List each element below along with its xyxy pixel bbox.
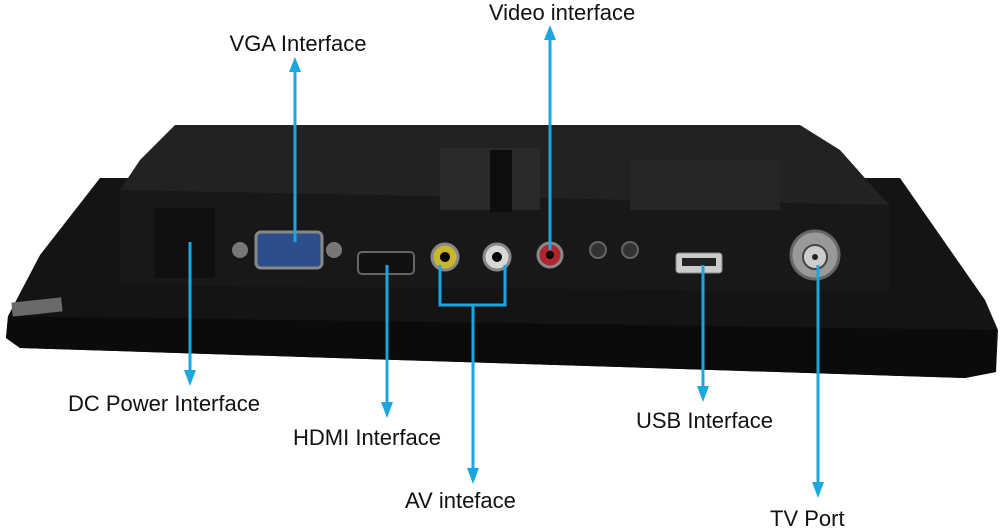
label-av-interface: AV inteface	[405, 488, 516, 513]
audio-jack-1	[589, 241, 607, 259]
label-tv-port: TV Port	[770, 506, 845, 531]
dc-port-recess	[155, 208, 215, 278]
callout-dc	[184, 242, 196, 386]
sticker-label	[11, 297, 63, 317]
label-dc-power-interface: DC Power Interface	[68, 391, 260, 416]
callout-hdmi	[381, 265, 393, 418]
tv-bnc-port	[789, 229, 841, 281]
audio-jack-2	[621, 241, 639, 259]
callout-usb	[697, 265, 709, 402]
vga-port	[232, 230, 342, 270]
callout-video	[544, 25, 556, 250]
label-vga-interface: VGA Interface	[230, 31, 367, 56]
label-usb-interface: USB Interface	[636, 408, 773, 433]
callout-vga	[289, 57, 301, 242]
label-hdmi-interface: HDMI Interface	[293, 425, 441, 450]
callout-tv	[812, 265, 824, 498]
label-video-interface: Video interface	[489, 0, 635, 25]
callout-av	[438, 265, 507, 484]
